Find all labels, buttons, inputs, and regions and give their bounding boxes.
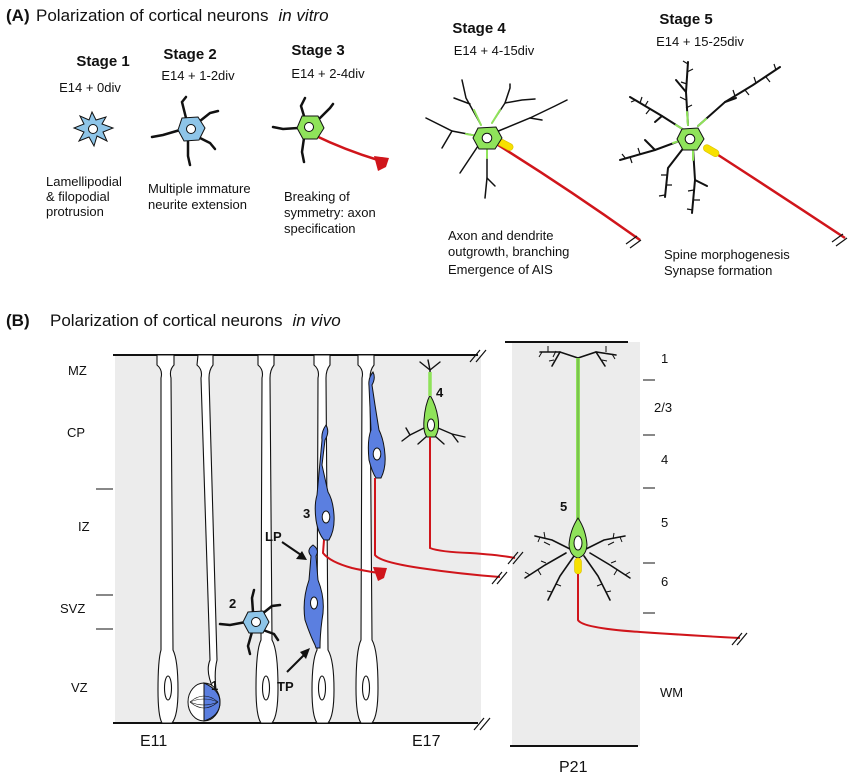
stage2-caption-line1: Multiple immature: [148, 181, 251, 196]
cp-neuron-4: [401, 359, 524, 565]
radial-glia-5-nucleus: [361, 675, 371, 701]
zone-mz: MZ: [68, 363, 87, 378]
stage5-caption-line1: Spine morphogenesis: [664, 247, 790, 262]
panel-b-label: (B): [6, 311, 30, 330]
stage3-title: Stage 3: [291, 42, 344, 59]
stage5-neuron: [619, 60, 848, 247]
stage1-sub: E14 + 0div: [59, 80, 121, 95]
stage2-sub: E14 + 1-2div: [161, 68, 235, 83]
layer-1: 1: [661, 351, 668, 366]
stage1-title: Stage 1: [76, 53, 129, 70]
age-p21: P21: [559, 759, 588, 775]
zone-vz: VZ: [71, 680, 88, 695]
bipolar-neuron-lp-tp: [303, 544, 324, 649]
pyramidal-neuron-5: [524, 346, 748, 646]
invivo-stage-5: 5: [560, 499, 567, 514]
radial-glia-3-nucleus: [261, 675, 271, 701]
stage3-sub: E14 + 2-4div: [291, 66, 365, 81]
panel-a: (A) Polarization of cortical neurons in …: [6, 6, 848, 278]
stage3-caption-line3: specification: [284, 221, 356, 236]
stage3-neuron: [271, 96, 389, 171]
radial-glia-4-nucleus: [317, 675, 327, 701]
migrating-neuron-3: [314, 424, 387, 581]
multipolar-cell-2: [218, 588, 282, 656]
stage5-caption-line2: Synapse formation: [664, 263, 772, 278]
radial-glia-1: [156, 354, 179, 724]
stage5-spines: [621, 60, 777, 211]
stage4-caption-line2: outgrowth, branching: [448, 244, 569, 259]
pyramidal-spines: [524, 346, 631, 593]
stage1-caption-line3: protrusion: [46, 204, 104, 219]
zone-iz: IZ: [78, 519, 90, 534]
zone-cp: CP: [67, 425, 85, 440]
label-tp: TP: [277, 679, 294, 694]
layer-5: 5: [661, 515, 668, 530]
stage3-caption-line2: symmetry: axon: [284, 205, 376, 220]
invivo-stage-2: 2: [229, 596, 236, 611]
layer-6: 6: [661, 574, 668, 589]
layer-2-3: 2/3: [654, 400, 672, 415]
stage4-caption-line3: Emergence of AIS: [448, 262, 553, 277]
stage1-caption-line1: Lamellipodial: [46, 174, 122, 189]
invivo-stage-4: 4: [436, 385, 444, 400]
layer-ticks: [643, 379, 655, 614]
dividing-cell-1: [187, 682, 221, 722]
stage5-title: Stage 5: [659, 11, 712, 28]
invivo-stage-1: 1: [211, 678, 218, 693]
panel-a-label: (A): [6, 6, 30, 25]
stage4-neuron: [425, 79, 642, 249]
panel-b: (B) Polarization of cortical neurons in …: [6, 311, 748, 776]
stage4-sub: E14 + 4-15div: [454, 43, 535, 58]
stage2-title: Stage 2: [163, 46, 216, 63]
zone-ticks: [96, 488, 113, 630]
panel-a-title: Polarization of cortical neurons: [36, 6, 268, 25]
age-e11: E11: [140, 733, 167, 750]
stage2-neuron: [150, 95, 220, 167]
stage2-caption-line2: neurite extension: [148, 197, 247, 212]
stage1-neuron: [72, 110, 115, 148]
migrating-neuron-top: [367, 371, 508, 585]
stage3-caption-line1: Breaking of: [284, 189, 350, 204]
zone-svz: SVZ: [60, 601, 85, 616]
invivo-stage-3: 3: [303, 506, 310, 521]
stage4-title: Stage 4: [452, 20, 506, 37]
radial-glia-1-nucleus: [163, 675, 173, 701]
layer-4: 4: [661, 452, 668, 467]
stage4-caption-line1: Axon and dendrite: [448, 228, 554, 243]
stage5-sub: E14 + 15-25div: [656, 34, 744, 49]
stage1-caption-line2: & filopodial: [46, 189, 110, 204]
panel-b-title: Polarization of cortical neurons: [50, 311, 282, 330]
age-e17: E17: [412, 733, 441, 750]
layer-wm: WM: [660, 685, 683, 700]
panel-b-title-italic: in vivo: [292, 311, 340, 330]
label-lp: LP: [265, 529, 282, 544]
panel-a-title-italic: in vitro: [278, 6, 328, 25]
